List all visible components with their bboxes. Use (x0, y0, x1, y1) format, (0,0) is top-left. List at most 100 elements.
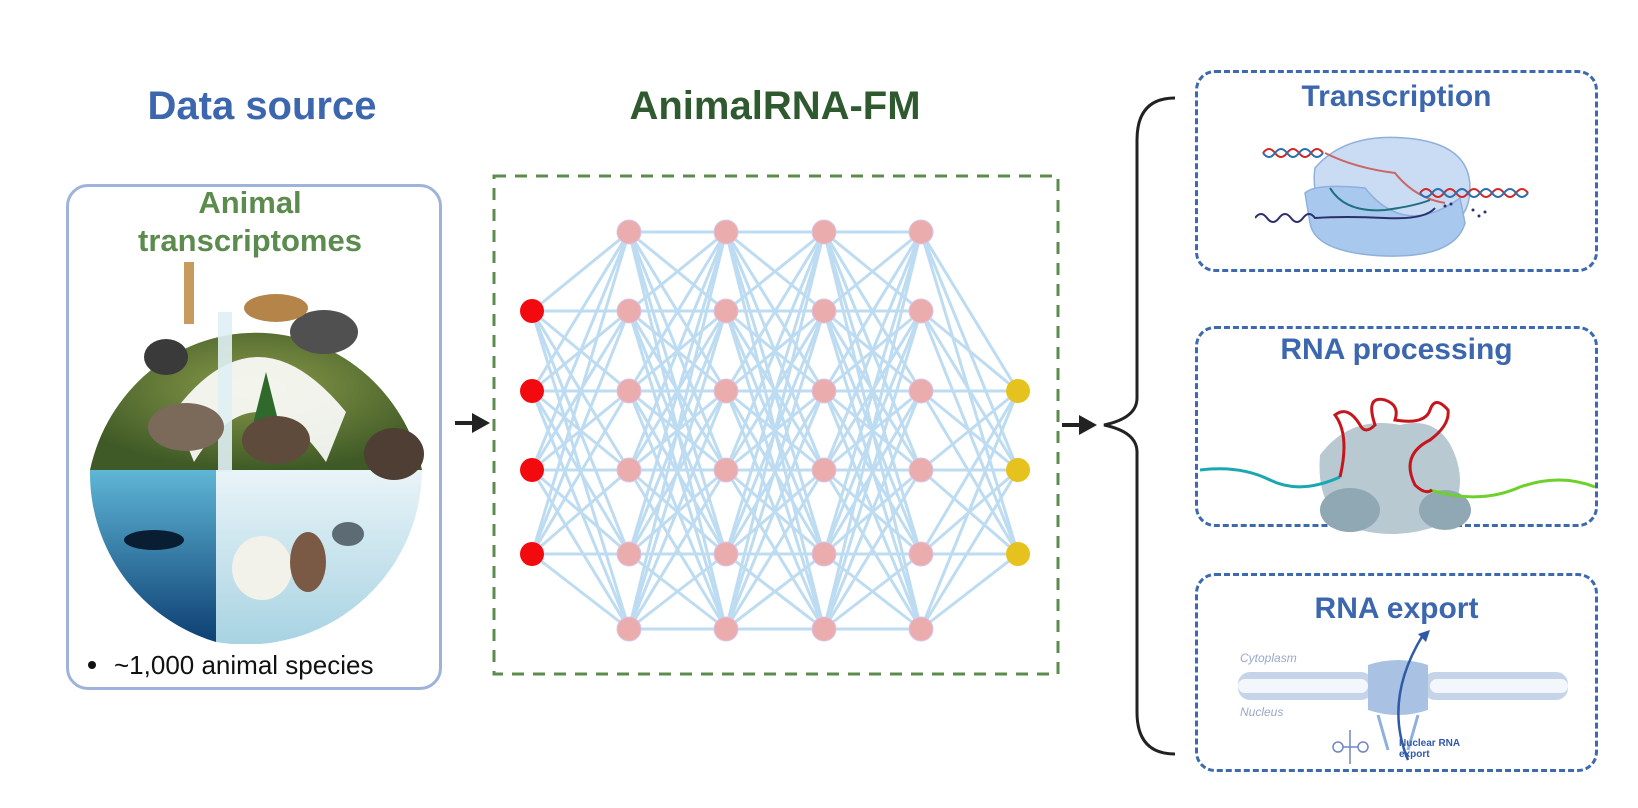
network-edge (725, 552, 825, 631)
hidden-node (713, 219, 739, 245)
network-edge (628, 552, 727, 631)
hidden-node (616, 457, 642, 483)
rna-processing-illustration (1200, 397, 1595, 534)
network-edge (822, 231, 923, 471)
hidden-node (908, 541, 934, 567)
network-edge (822, 231, 923, 555)
model-title: AnimalRNA-FM (629, 84, 921, 128)
globe-sea-animals (124, 522, 364, 600)
nuclear-rna-export-caption: Nuclear RNA export (1399, 738, 1460, 760)
network-edge (724, 390, 826, 630)
network-edge (724, 231, 826, 630)
model-box (492, 174, 1060, 676)
output-node (1006, 458, 1030, 482)
hidden-node (616, 616, 642, 642)
transcription-illustration (1255, 136, 1529, 257)
caption-line1: Nuclear RNA (1399, 738, 1461, 749)
rna-export-box (1195, 573, 1598, 772)
output-node (1006, 379, 1030, 403)
transcription-title: Transcription (1301, 80, 1492, 113)
network-edge (531, 468, 630, 556)
animal-heading-line1: Animal (198, 185, 302, 220)
network-edge (724, 469, 826, 630)
network-edge (627, 231, 728, 555)
bullet-dot-icon (88, 661, 96, 670)
data-source-panel (66, 184, 442, 690)
species-bullet: ~1,000 animal species (88, 650, 373, 681)
network-edge (724, 231, 826, 392)
network-edge (530, 310, 631, 555)
network-edge (725, 230, 825, 313)
hidden-node (811, 541, 837, 567)
network-edge (919, 310, 1020, 555)
network-nodes (520, 219, 1030, 642)
hidden-node (908, 219, 934, 245)
hidden-node (713, 616, 739, 642)
network-edge (822, 310, 923, 630)
network-edge (530, 390, 631, 555)
network-edge (531, 230, 630, 313)
network-edge (822, 469, 923, 630)
hidden-node (811, 219, 837, 245)
network-edge (531, 552, 630, 631)
network-edge (627, 310, 728, 630)
network-edge (530, 231, 631, 392)
globe-land-half (90, 262, 424, 480)
network-edge (627, 231, 728, 630)
network-edge (822, 390, 923, 630)
network-edge (724, 310, 826, 630)
network-edge (530, 231, 631, 555)
hidden-node (713, 378, 739, 404)
network-edges (530, 230, 1020, 631)
hidden-node (908, 378, 934, 404)
rna-processing-title: RNA processing (1280, 333, 1513, 366)
hidden-node (811, 457, 837, 483)
network-edge (822, 231, 923, 392)
network-edge (724, 231, 826, 471)
rna-export-title: RNA export (1314, 592, 1479, 625)
input-node (520, 542, 544, 566)
species-count-text: ~1,000 animal species (114, 650, 374, 680)
hidden-node (811, 616, 837, 642)
network-edge (627, 231, 728, 471)
network-edge (919, 390, 1020, 555)
network-edge (822, 231, 923, 630)
hidden-node (713, 457, 739, 483)
cytoplasm-label: Cytoplasm (1240, 651, 1297, 665)
arrow-to-tasks-icon (1062, 415, 1097, 435)
hidden-node (616, 219, 642, 245)
hidden-node (908, 457, 934, 483)
network-edge (823, 230, 922, 313)
network-edge (919, 469, 1020, 630)
network-edge (627, 231, 728, 392)
network-edge (724, 231, 826, 555)
hidden-node (811, 378, 837, 404)
arrow-to-model-icon (455, 413, 490, 433)
output-node (1006, 542, 1030, 566)
rna-export-illustration (1238, 630, 1568, 764)
input-node (520, 458, 544, 482)
hidden-node (616, 541, 642, 567)
hidden-node (908, 616, 934, 642)
network-edge (823, 552, 922, 631)
network-edge (628, 230, 727, 313)
curly-brace-icon (1103, 96, 1176, 756)
hidden-node (713, 541, 739, 567)
animal-globe-image (89, 262, 424, 644)
input-node (520, 299, 544, 323)
input-node (520, 379, 544, 403)
hidden-node (908, 298, 934, 324)
network-edge (920, 309, 1019, 393)
network-edge (530, 231, 631, 471)
hidden-node (713, 298, 739, 324)
network-edge (919, 390, 1020, 630)
hidden-node (616, 378, 642, 404)
hidden-node (811, 298, 837, 324)
caption-line2: export (1399, 749, 1430, 760)
network-edge (530, 469, 631, 630)
network-edge (920, 552, 1019, 631)
animal-transcriptomes-heading: Animal transcriptomes (100, 184, 400, 260)
network-edge (919, 231, 1020, 392)
transcription-box (1195, 70, 1598, 272)
